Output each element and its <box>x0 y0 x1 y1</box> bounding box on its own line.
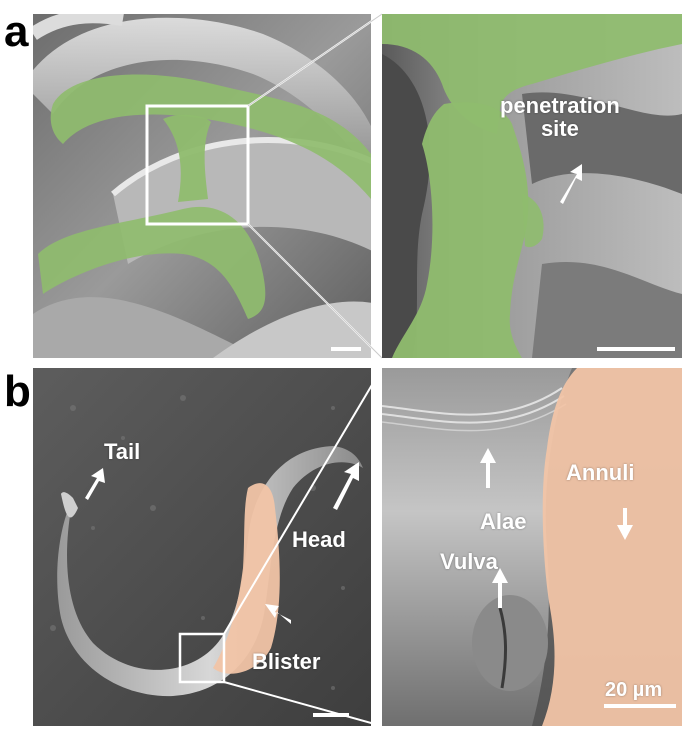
arrow-alae <box>480 448 496 488</box>
label-tail: Tail <box>104 439 141 464</box>
label-head: Head <box>292 527 346 552</box>
panel-b-right-image <box>382 368 682 726</box>
scale-bar-b-left <box>313 713 349 717</box>
label-vulva: Vulva <box>440 549 498 574</box>
label-annuli: Annuli <box>566 460 635 485</box>
scale-bar-a-left <box>331 347 361 351</box>
arrow-blister <box>265 604 291 624</box>
label-alae: Alae <box>480 509 527 534</box>
panel-letter-b: b <box>4 367 31 416</box>
arrow-vulva <box>492 568 508 608</box>
panel-b-left-image <box>33 368 371 726</box>
label-scale-20um: 20 µm <box>605 679 663 701</box>
scale-bar-b-right <box>604 704 676 708</box>
label-penetration-site: penetration site <box>500 93 620 142</box>
arrow-head <box>333 462 359 510</box>
zoom-box-b <box>178 632 226 684</box>
arrow-annuli <box>617 508 633 540</box>
panel-a-right-image <box>382 14 682 358</box>
zoom-box <box>145 104 250 226</box>
panel-a-left-image <box>33 14 371 358</box>
panel-letter-a: a <box>4 7 29 56</box>
label-blister: Blister <box>252 649 321 674</box>
arrow-tail <box>85 468 105 500</box>
scale-bar-a-right <box>597 347 675 351</box>
arrow-penetration <box>560 164 582 204</box>
